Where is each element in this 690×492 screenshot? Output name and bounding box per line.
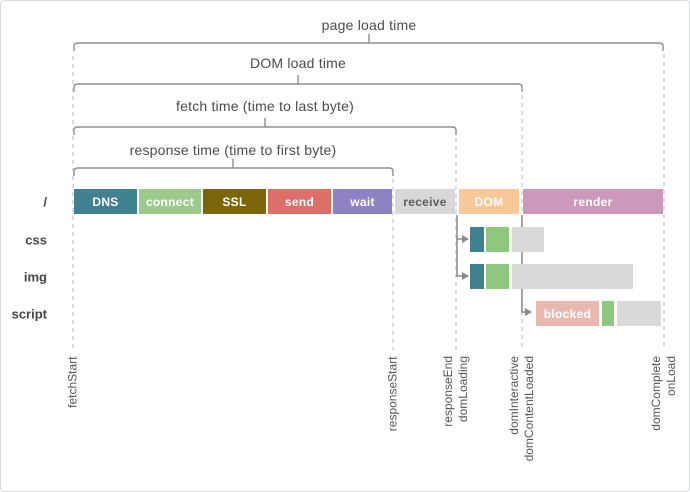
bar-segment xyxy=(512,227,544,252)
bracket-line xyxy=(73,167,394,176)
bar-segment xyxy=(470,264,484,289)
bar-DNS: DNS xyxy=(74,189,137,214)
bar-connect: connect xyxy=(139,189,201,214)
dependency-arrow xyxy=(456,215,462,240)
milestone-label-domInteractive: domInteractive domContentLoaded xyxy=(507,356,536,462)
bar-receive: receive xyxy=(395,189,455,214)
row-label-script: script xyxy=(11,306,47,321)
bracket-line xyxy=(73,42,664,51)
row-label-img: img xyxy=(23,269,47,284)
arrowhead-icon xyxy=(462,235,469,243)
bracket-line xyxy=(73,126,457,135)
bar-segment xyxy=(486,264,509,289)
bracket-line xyxy=(73,83,523,92)
bracket-label: response time (time to first byte) xyxy=(129,142,337,158)
bar-SSL: SSL xyxy=(203,189,266,214)
bracket-label: page load time xyxy=(321,17,417,33)
milestone-label-fetchStart: fetchStart xyxy=(65,356,80,408)
bracket-label: DOM load time xyxy=(250,55,346,71)
bar-wait: wait xyxy=(333,189,392,214)
bar-segment xyxy=(602,301,614,326)
milestone-label-domComplete: domComplete onLoad xyxy=(649,356,678,431)
bar-segment xyxy=(512,264,633,289)
arrowhead-icon xyxy=(525,308,532,316)
dependency-arrow xyxy=(456,239,462,277)
bar-segment xyxy=(470,227,484,252)
milestone-label-responseStart: responseStart xyxy=(385,356,400,431)
bar-send: send xyxy=(268,189,331,214)
bar-segment xyxy=(486,227,509,252)
bar-blocked: blocked xyxy=(536,301,599,326)
row-label-root: / xyxy=(43,194,47,209)
arrowhead-icon xyxy=(462,272,469,280)
bar-segment xyxy=(617,301,661,326)
bar-render: render xyxy=(523,189,663,214)
milestone-label-responseEnd: responseEnd domLoading xyxy=(441,356,470,427)
row-label-css: css xyxy=(25,232,47,247)
bar-DOM: DOM xyxy=(459,189,519,214)
bracket-label: fetch time (time to last byte) xyxy=(176,98,354,114)
